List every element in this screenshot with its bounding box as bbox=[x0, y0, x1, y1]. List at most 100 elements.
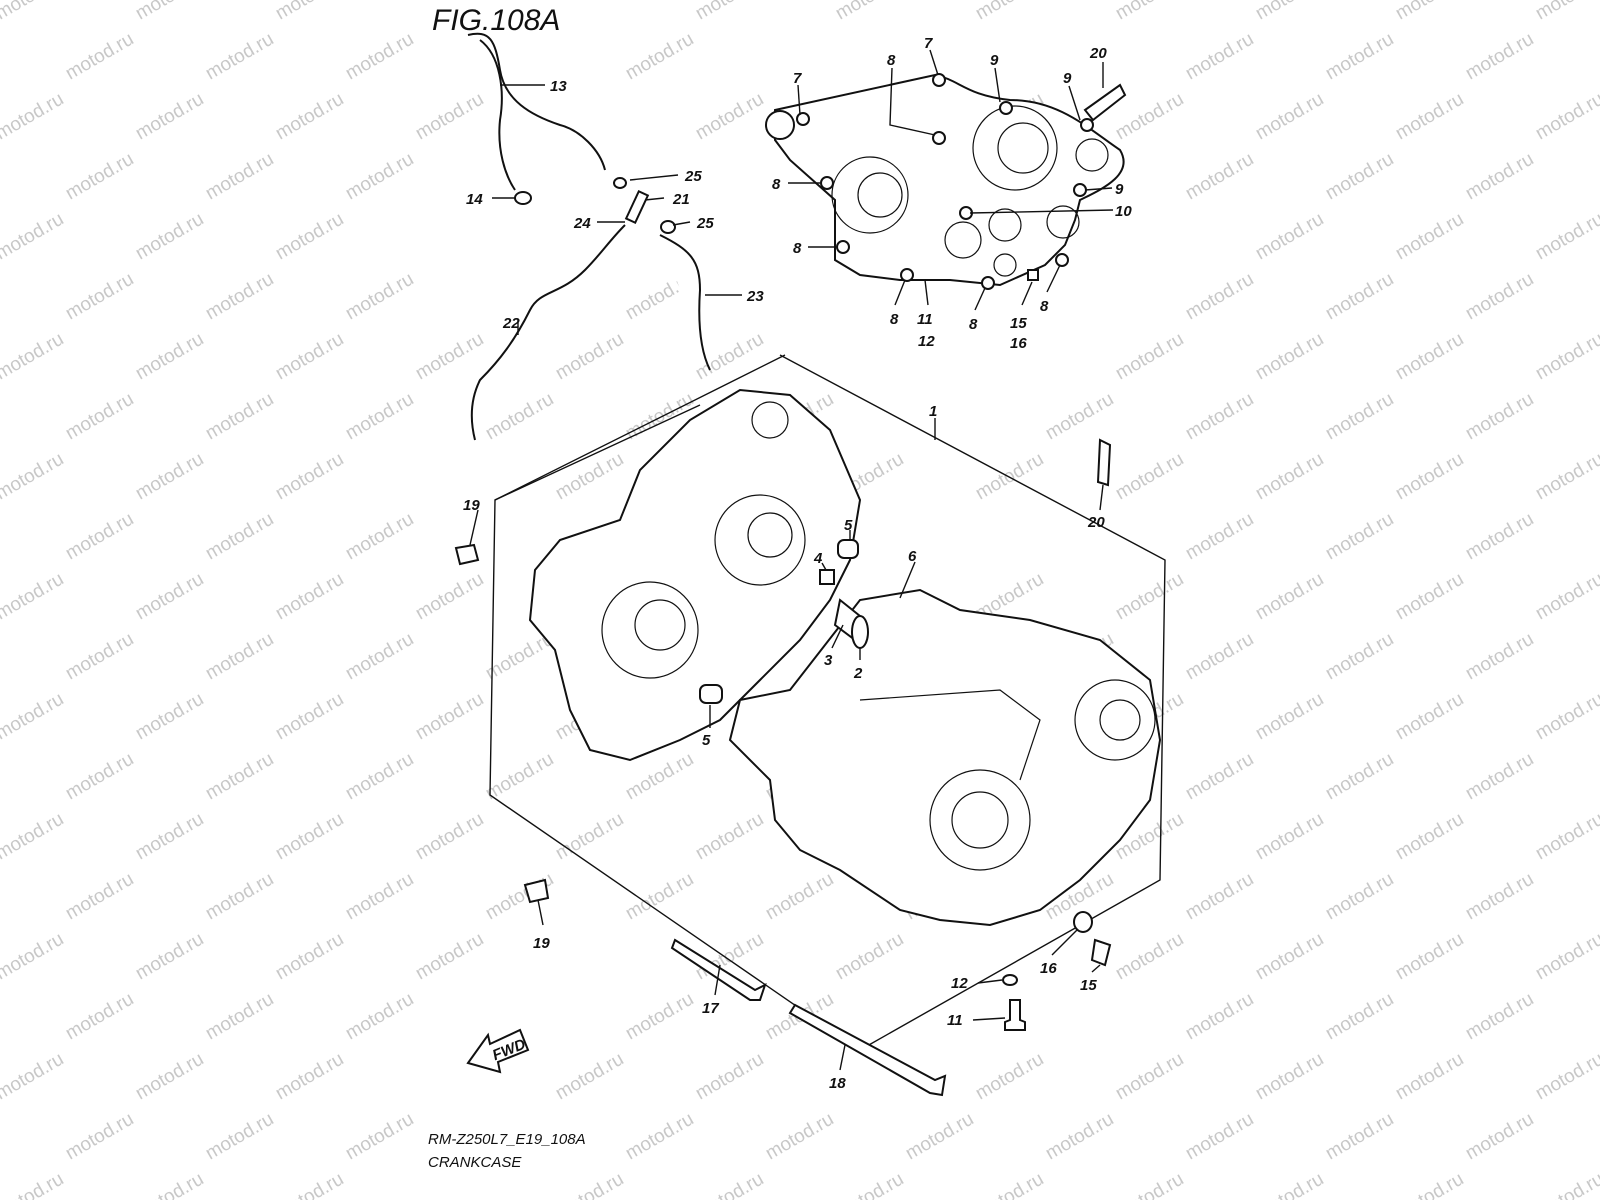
clamp-25 bbox=[613, 177, 627, 189]
watermark-text: motod.ru bbox=[62, 149, 137, 205]
callout-20: 20 bbox=[1089, 45, 1107, 62]
callout-12: 12 bbox=[951, 975, 968, 992]
watermark-text: motod.ru bbox=[132, 689, 207, 745]
watermark-text: motod.ru bbox=[62, 629, 137, 685]
gasket-16 bbox=[1073, 911, 1093, 933]
watermark-text: motod.ru bbox=[1112, 0, 1187, 24]
hose-22 bbox=[470, 224, 626, 441]
watermark-text: motod.ru bbox=[1462, 869, 1537, 925]
watermark-text: motod.ru bbox=[692, 809, 767, 865]
watermark-text: motod.ru bbox=[342, 1109, 417, 1165]
watermark-text: motod.ru bbox=[1042, 389, 1117, 445]
watermark-text: motod.ru bbox=[692, 1169, 767, 1200]
callout-25: 25 bbox=[696, 215, 714, 232]
watermark-text: motod.ru bbox=[0, 1049, 67, 1105]
watermark-text: motod.ru bbox=[202, 509, 277, 565]
watermark-text: motod.ru bbox=[272, 689, 347, 745]
callout-24: 24 bbox=[573, 215, 591, 232]
callout-15: 15 bbox=[1080, 977, 1097, 994]
watermark-text: motod.ru bbox=[1112, 329, 1187, 385]
watermark-text: motod.ru bbox=[132, 0, 207, 24]
watermark-text: motod.ru bbox=[132, 329, 207, 385]
watermark-text: motod.ru bbox=[972, 449, 1047, 505]
watermark-text: motod.ru bbox=[62, 269, 137, 325]
watermark-text: motod.ru bbox=[1112, 929, 1187, 985]
watermark-text: motod.ru bbox=[972, 1049, 1047, 1105]
guide-20 bbox=[1096, 438, 1112, 487]
watermark-text: motod.ru bbox=[342, 509, 417, 565]
watermark-text: motod.ru bbox=[1252, 569, 1327, 625]
watermark-text: motod.ru bbox=[1532, 809, 1600, 865]
watermark-text: motod.ru bbox=[1532, 929, 1600, 985]
watermark-text: motod.ru bbox=[832, 0, 907, 24]
callout-17: 17 bbox=[702, 1000, 719, 1017]
watermark-text: motod.ru bbox=[1392, 89, 1467, 145]
watermark-text: motod.ru bbox=[202, 29, 277, 85]
watermark-text: motod.ru bbox=[342, 629, 417, 685]
callout-22: 22 bbox=[502, 315, 520, 332]
watermark-text: motod.ru bbox=[1322, 989, 1397, 1045]
watermark-text: motod.ru bbox=[1392, 809, 1467, 865]
watermark-text: motod.ru bbox=[1532, 1049, 1600, 1105]
watermark-text: motod.ru bbox=[692, 89, 767, 145]
watermark-text: motod.ru bbox=[62, 749, 137, 805]
callout-11: 11 bbox=[947, 1012, 963, 1029]
watermark-text: motod.ru bbox=[272, 329, 347, 385]
watermark-text: motod.ru bbox=[1252, 689, 1327, 745]
callout-8: 8 bbox=[969, 316, 978, 333]
watermark-text: motod.ru bbox=[0, 449, 67, 505]
watermark-text: motod.ru bbox=[342, 869, 417, 925]
watermark-text: motod.ru bbox=[1392, 689, 1467, 745]
figure-caption: CRANKCASE bbox=[428, 1154, 522, 1171]
watermark-text: motod.ru bbox=[1532, 449, 1600, 505]
watermark-text: motod.ru bbox=[1182, 989, 1257, 1045]
watermark-text: motod.ru bbox=[1252, 1049, 1327, 1105]
watermark-text: motod.ru bbox=[552, 329, 627, 385]
watermark-text: motod.ru bbox=[552, 809, 627, 865]
callout-14: 14 bbox=[466, 191, 483, 208]
bolt-11 bbox=[1004, 999, 1026, 1031]
dowel-5 bbox=[837, 539, 859, 559]
callout-9: 9 bbox=[990, 52, 999, 69]
watermark-text: motod.ru bbox=[1392, 209, 1467, 265]
watermark-text: motod.ru bbox=[1532, 0, 1600, 24]
watermark-text: motod.ru bbox=[342, 989, 417, 1045]
watermark-text: motod.ru bbox=[202, 389, 277, 445]
watermark-text: motod.ru bbox=[342, 149, 417, 205]
callout-8: 8 bbox=[793, 240, 802, 257]
watermark-text: motod.ru bbox=[1532, 329, 1600, 385]
watermark-text: motod.ru bbox=[1392, 449, 1467, 505]
watermark-text: motod.ru bbox=[1252, 89, 1327, 145]
watermark-text: motod.ru bbox=[62, 509, 137, 565]
watermark-text: motod.ru bbox=[0, 809, 67, 865]
watermark-text: motod.ru bbox=[552, 1049, 627, 1105]
watermark-text: motod.ru bbox=[202, 989, 277, 1045]
watermark-text: motod.ru bbox=[62, 389, 137, 445]
watermark-text: motod.ru bbox=[1392, 929, 1467, 985]
watermark-text: motod.ru bbox=[132, 1049, 207, 1105]
watermark-text: motod.ru bbox=[692, 0, 767, 24]
watermark-text: motod.ru bbox=[622, 1109, 697, 1165]
bolt-4 bbox=[819, 569, 835, 585]
watermark-text: motod.ru bbox=[272, 809, 347, 865]
callout-19: 19 bbox=[463, 497, 480, 514]
callout-15: 15 bbox=[1010, 315, 1027, 332]
callout-2: 2 bbox=[853, 665, 863, 682]
watermark-text: motod.ru bbox=[1322, 1109, 1397, 1165]
watermark-text: motod.ru bbox=[1112, 449, 1187, 505]
cap-19 bbox=[454, 543, 480, 566]
watermark-text: motod.ru bbox=[412, 569, 487, 625]
watermark-text: motod.ru bbox=[832, 929, 907, 985]
clamp-14 bbox=[514, 191, 532, 205]
callout-8: 8 bbox=[887, 52, 896, 69]
watermark-text: motod.ru bbox=[622, 29, 697, 85]
watermark-text: motod.ru bbox=[1322, 509, 1397, 565]
watermark-text: motod.ru bbox=[902, 1109, 977, 1165]
watermark-text: motod.ru bbox=[1182, 149, 1257, 205]
watermark-text: motod.ru bbox=[0, 0, 67, 24]
watermark-text: motod.ru bbox=[412, 89, 487, 145]
watermark-text: motod.ru bbox=[342, 749, 417, 805]
watermark-text: motod.ru bbox=[1392, 1049, 1467, 1105]
callout-16: 16 bbox=[1040, 960, 1057, 977]
